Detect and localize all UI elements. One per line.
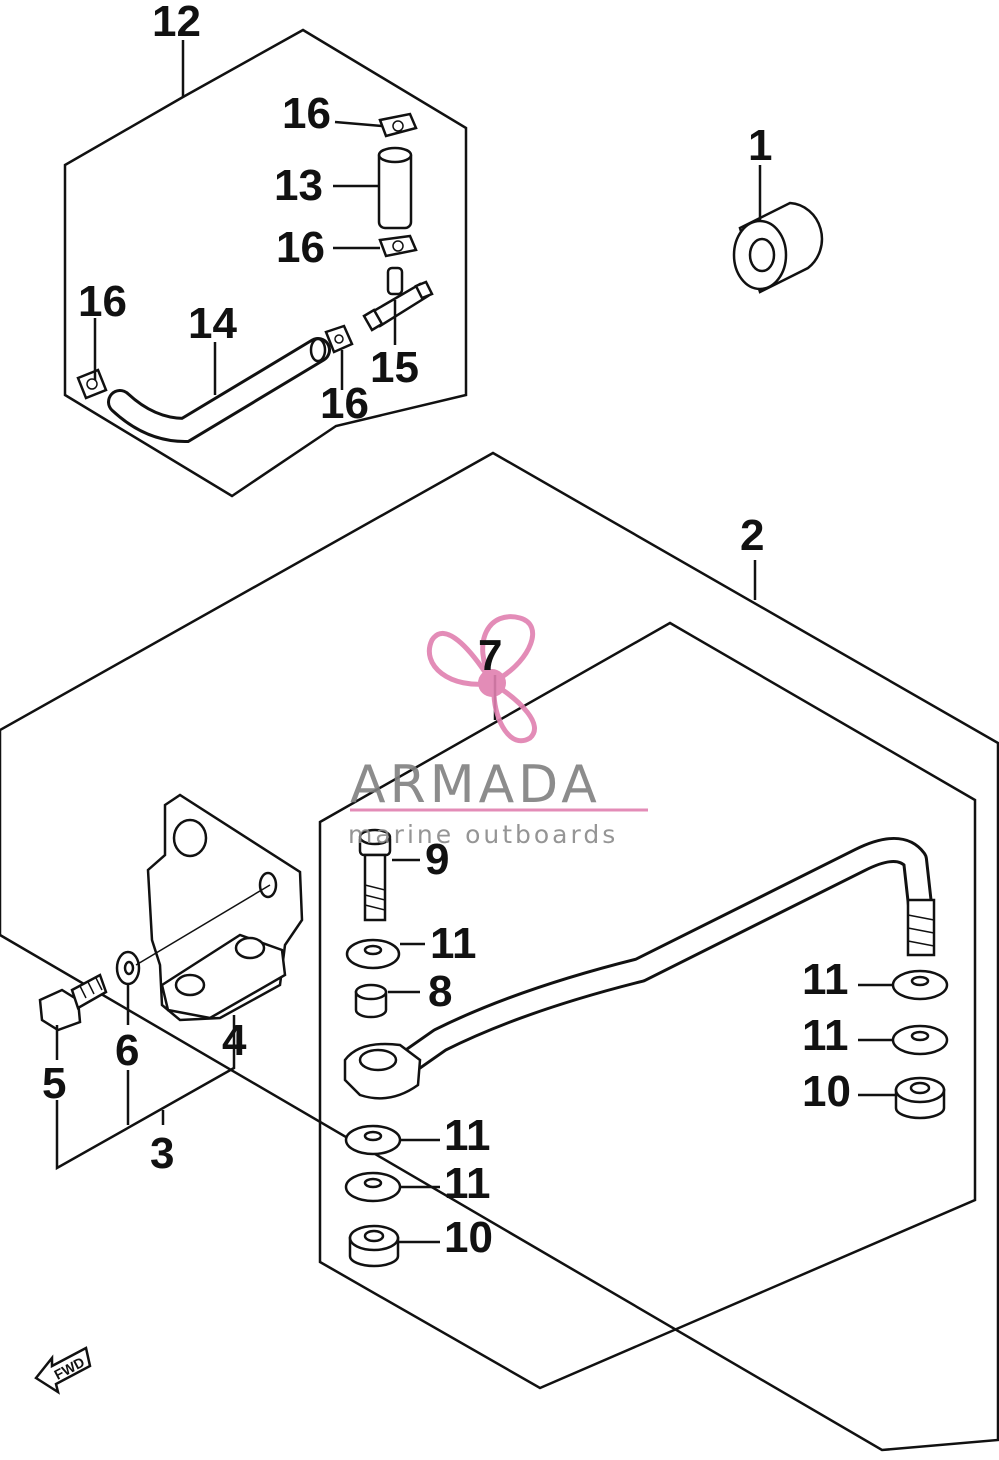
callout-16-a: 16: [282, 89, 331, 138]
callout-12: 12: [152, 0, 201, 46]
callout-11-e: 11: [802, 1011, 849, 1060]
callout-16-d: 16: [320, 379, 369, 428]
callout-8: 8: [428, 967, 452, 1016]
callout-11-c: 11: [444, 1159, 491, 1208]
part-nut-10-left: [348, 1224, 400, 1268]
callout-16-c: 16: [78, 277, 127, 326]
callout-1: 1: [748, 121, 772, 170]
group-box-12: [63, 28, 468, 498]
part-nut-10-right: [894, 1076, 946, 1120]
part-washer-11-d: [891, 969, 949, 1001]
watermark-logo: ARMADA marine outboards: [348, 614, 648, 849]
part-bushing-1: [732, 201, 824, 294]
part-washer-6: [115, 950, 141, 986]
watermark-tagline: marine outboards: [348, 820, 618, 849]
part-bracket-4: [146, 793, 304, 1022]
part-washer-11-e: [891, 1024, 949, 1056]
part-washer-11-b: [344, 1124, 402, 1156]
part-joint-15: [362, 266, 434, 332]
part-clip-16-left: [76, 368, 108, 400]
callout-16-b: 16: [276, 223, 325, 272]
part-washer-11-c: [344, 1171, 402, 1203]
callout-2: 2: [740, 511, 764, 560]
part-bolt-9: [358, 828, 392, 922]
part-bolt-5: [38, 973, 108, 1032]
callout-13: 13: [274, 161, 323, 210]
callout-15: 15: [370, 343, 419, 392]
callout-14: 14: [188, 299, 237, 348]
callout-4: 4: [222, 1016, 247, 1065]
callout-6: 6: [115, 1026, 139, 1075]
callout-5: 5: [42, 1059, 66, 1108]
group-box-2: [0, 451, 999, 1452]
callout-10-a: 10: [444, 1213, 493, 1262]
callout-numbers: 12 1 16 13 16 16 14 15 16 2 7 9 11 8 11 …: [42, 0, 851, 1262]
callout-11-a: 11: [430, 919, 477, 968]
front-arrow-icon: FWD: [34, 1346, 92, 1395]
part-hose-14: [107, 337, 331, 444]
leader-lines: [55, 40, 896, 1244]
callout-3: 3: [150, 1129, 174, 1178]
callout-11-b: 11: [444, 1111, 491, 1160]
callout-9: 9: [425, 835, 449, 884]
callout-11-d: 11: [802, 955, 849, 1004]
part-link-rod-7: [343, 837, 936, 1100]
inner-box-link: [318, 621, 977, 1390]
callout-10-b: 10: [802, 1067, 851, 1116]
watermark-brand: ARMADA: [350, 755, 601, 815]
part-washer-11-a: [345, 938, 401, 970]
part-hose-13: [377, 146, 413, 230]
part-clip-16-right: [324, 324, 354, 354]
propeller-icon: [426, 614, 537, 744]
callout-7: 7: [478, 631, 502, 680]
part-collar-8: [354, 983, 388, 1019]
axis-line: [135, 884, 271, 966]
part-clip-16-top: [378, 112, 418, 138]
part-clip-16-mid: [378, 234, 418, 258]
